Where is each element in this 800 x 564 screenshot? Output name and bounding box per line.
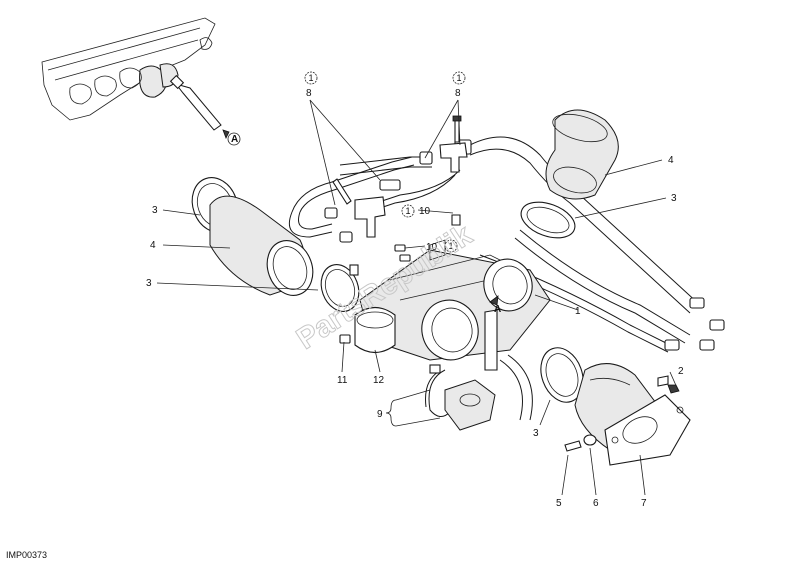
part-label-3d: 3 (533, 428, 539, 439)
reference-code: IMP00373 (6, 550, 47, 560)
part-label-1: 1 (575, 306, 581, 317)
part-label-4a: 4 (150, 240, 156, 251)
hose-clamp (379, 179, 401, 191)
part-label-5: 5 (556, 498, 562, 509)
gasket-ring (583, 434, 597, 446)
part-label-3c: 3 (671, 193, 677, 204)
part-label-3b: 3 (146, 278, 152, 289)
connector-a-body-label: A (494, 304, 501, 315)
screws-8 (332, 115, 462, 226)
right-intake-manifold (545, 109, 619, 200)
note-1-marker-a: 1 (309, 73, 314, 83)
manifold-flange (604, 394, 691, 466)
part-label-2: 2 (678, 366, 684, 377)
note-1-marker-d: 1 (449, 241, 454, 251)
right-intake-group (520, 109, 619, 239)
part-label-6: 6 (593, 498, 599, 509)
part-label-4b: 4 (668, 155, 674, 166)
throttle-position-sensor (354, 306, 396, 354)
part-label-3a: 3 (152, 205, 158, 216)
part-label-7: 7 (641, 498, 647, 509)
screw-5 (564, 440, 582, 452)
part-label-12: 12 (373, 375, 385, 386)
idle-valve-assembly (425, 354, 533, 431)
lower-clamp (540, 347, 584, 403)
leader-lines (156, 99, 679, 496)
note-1-marker-c: 1 (406, 206, 411, 216)
left-intake-group (191, 177, 360, 312)
vacuum-hoses-upper (288, 136, 701, 353)
hose-fittings (324, 139, 725, 351)
right-upper-clamp (520, 201, 576, 239)
part-label-10a: 10 (419, 206, 431, 217)
note-1-marker-b: 1 (457, 73, 462, 83)
part-label-8b: 8 (455, 88, 461, 99)
connector-a-top-ring (227, 132, 241, 146)
throttle-body (339, 239, 551, 371)
part-label-11: 11 (337, 375, 348, 386)
note-markers: 1 1 1 1 (304, 71, 466, 253)
connector-a-top-label: A (231, 134, 238, 145)
airbox-section (41, 17, 230, 139)
part-label-9: 9 (377, 409, 383, 420)
part-label-8a: 8 (306, 88, 312, 99)
lower-right-intake (540, 347, 691, 466)
part-label-10b: 10 (426, 242, 438, 253)
